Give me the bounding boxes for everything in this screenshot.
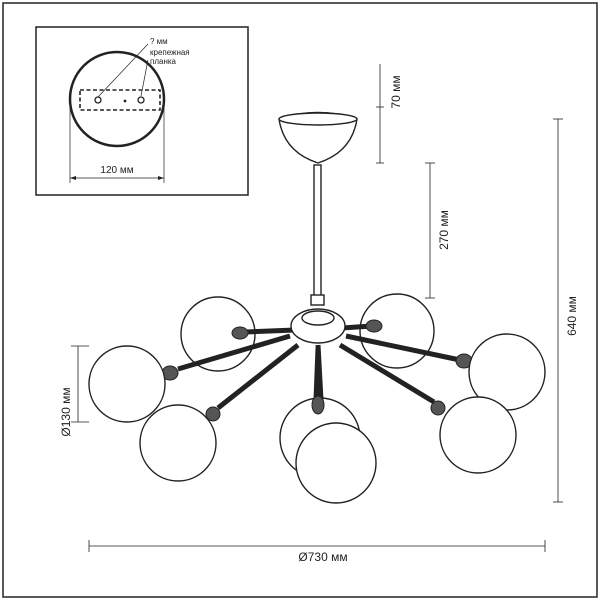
total-height-label: 640 мм (565, 296, 579, 336)
globe-left (88, 345, 166, 423)
arm-back-center (315, 344, 324, 401)
plate-leader (140, 59, 149, 97)
socket-back-right (365, 319, 383, 333)
globe-front-right (439, 396, 517, 474)
mounting-plate (79, 89, 161, 111)
globe-diameter-label: Ø130 мм (59, 387, 73, 436)
socket-front-center (311, 395, 325, 415)
globe-front-center (295, 422, 377, 504)
arm-right (345, 333, 461, 363)
inset-width-label: 120 мм (100, 165, 133, 176)
rod (313, 164, 322, 299)
plate-label-line1: крепежная (150, 48, 190, 57)
mounting-inset: ? мм крепежная планка 120 мм (35, 26, 249, 196)
socket-front-right (430, 400, 446, 416)
plate-label-line2: планка (150, 57, 177, 66)
inset-frame (35, 26, 249, 196)
rod-length-label: 270 мм (437, 210, 451, 250)
canopy-height-label: 70 мм (389, 75, 403, 108)
socket-back-left (231, 326, 249, 340)
center-screw (123, 99, 127, 103)
hole-leader (97, 43, 149, 98)
socket-front-left (205, 406, 221, 422)
rod-connector (310, 294, 325, 306)
dimensions (71, 64, 563, 552)
total-diameter-label: Ø730 мм (298, 550, 347, 564)
inset-arrow-left (70, 176, 76, 180)
hub-top (301, 310, 335, 326)
chandelier (88, 111, 546, 504)
globe-front-left (139, 404, 217, 482)
mounting-hole-right (137, 96, 145, 104)
inset-arrow-right (158, 176, 164, 180)
canopy-rim (278, 112, 358, 126)
arm-left (177, 333, 291, 372)
arm-front-right (338, 342, 436, 405)
canopy-top-view (68, 50, 166, 148)
arm-front-left (216, 343, 300, 410)
arm-back-left (244, 327, 296, 335)
hole-label: ? мм (150, 37, 168, 46)
